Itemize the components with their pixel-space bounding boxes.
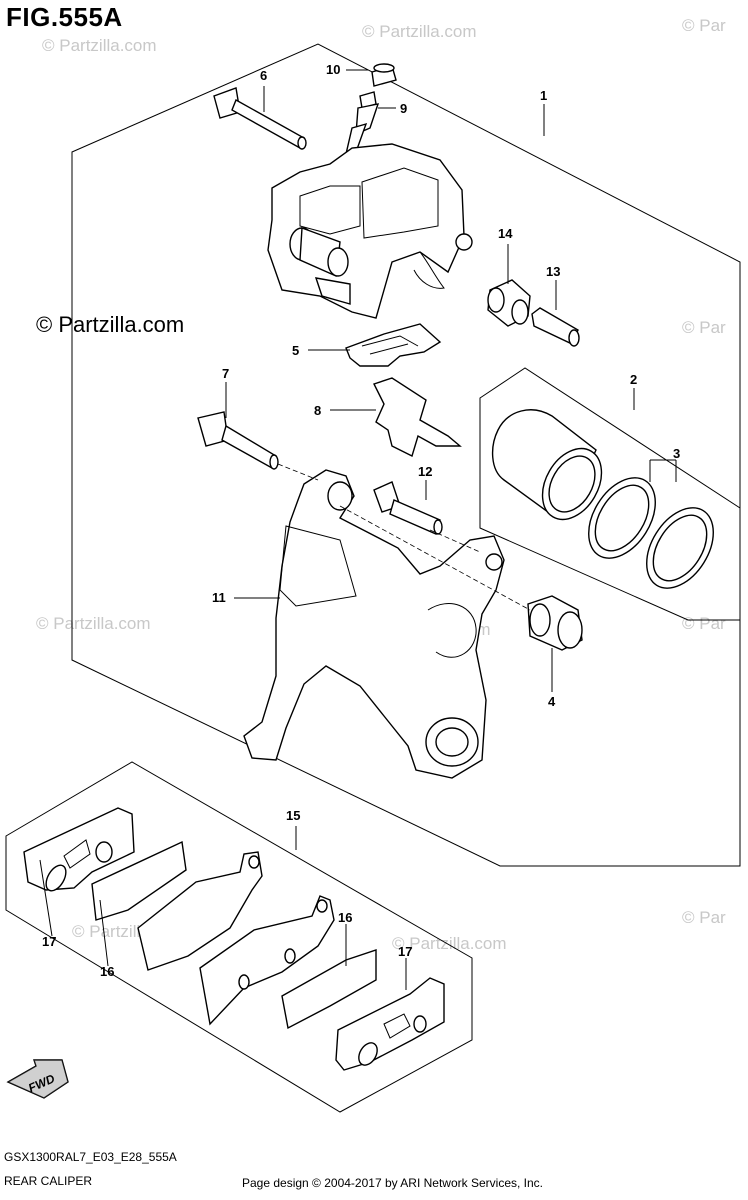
watermark: © Par — [682, 614, 726, 633]
callout-16-right: 16 — [338, 910, 352, 925]
callout-2: 2 — [630, 372, 637, 387]
callout-labels: 1 2 3 4 5 6 7 8 9 10 11 12 13 14 15 16 1… — [42, 62, 680, 979]
watermark-main: © Partzilla.com — [36, 312, 185, 337]
watermark: © Partzilla.com — [392, 934, 507, 953]
bleeder-valve — [345, 91, 380, 155]
piston-set-frame — [479, 367, 741, 621]
pad-shim-right — [335, 977, 445, 1071]
pad-insulator-left — [91, 840, 187, 921]
callout-12: 12 — [418, 464, 432, 479]
assembly-guide-lines — [277, 463, 531, 611]
caliper-pin — [213, 87, 307, 150]
bleeder-cap — [371, 63, 397, 87]
forward-arrow-icon: FWD — [6, 1059, 69, 1099]
brake-pad-right — [199, 895, 335, 1026]
callout-9: 9 — [400, 101, 407, 116]
model-code: GSX1300RAL7_E03_E28_555A — [4, 1150, 177, 1164]
leader-lines — [39, 69, 677, 990]
brake-pad-left — [137, 851, 263, 971]
callout-11: 11 — [212, 590, 226, 605]
watermark: © Par — [682, 318, 726, 337]
dust-seal-ring — [646, 507, 714, 589]
callout-8: 8 — [314, 403, 321, 418]
watermark: © Par — [682, 908, 726, 927]
watermark: © Par — [682, 16, 726, 35]
pad-set-frame — [5, 761, 473, 1113]
callout-6: 6 — [260, 68, 267, 83]
callout-17-right: 17 — [398, 944, 412, 959]
callout-3: 3 — [673, 446, 680, 461]
piston-seal-ring — [588, 477, 656, 559]
callout-10: 10 — [326, 62, 340, 77]
pin-boot — [487, 279, 531, 327]
callout-7: 7 — [222, 366, 229, 381]
copyright-notice: Page design © 2004-2017 by ARI Network S… — [242, 1176, 544, 1190]
pad-retainer — [373, 377, 462, 457]
figure-title: FIG.555A — [6, 2, 123, 32]
piston — [491, 409, 603, 521]
assembly-frame — [71, 43, 741, 867]
callout-13: 13 — [546, 264, 560, 279]
callout-4: 4 — [548, 694, 556, 709]
watermark: © Partzilla.com — [362, 22, 477, 41]
caliper-body — [267, 143, 473, 319]
callout-17-left: 17 — [42, 934, 56, 949]
callout-5: 5 — [292, 343, 299, 358]
pad-spring — [345, 323, 442, 367]
bracket-bolt — [373, 481, 443, 535]
caliper-bolt — [197, 411, 279, 470]
callout-15: 15 — [286, 808, 300, 823]
watermark: © Partzilla.com — [36, 614, 151, 633]
callout-1: 1 — [540, 88, 547, 103]
pad-shim-left — [23, 807, 135, 892]
figure-name: REAR CALIPER — [4, 1174, 93, 1188]
caliper-bracket — [243, 469, 505, 779]
callout-16-left: 16 — [100, 964, 114, 979]
bracket-boot — [527, 595, 583, 651]
watermark: © Partzilla.com — [42, 36, 157, 55]
pin-sleeve — [531, 307, 580, 347]
callout-14: 14 — [498, 226, 513, 241]
